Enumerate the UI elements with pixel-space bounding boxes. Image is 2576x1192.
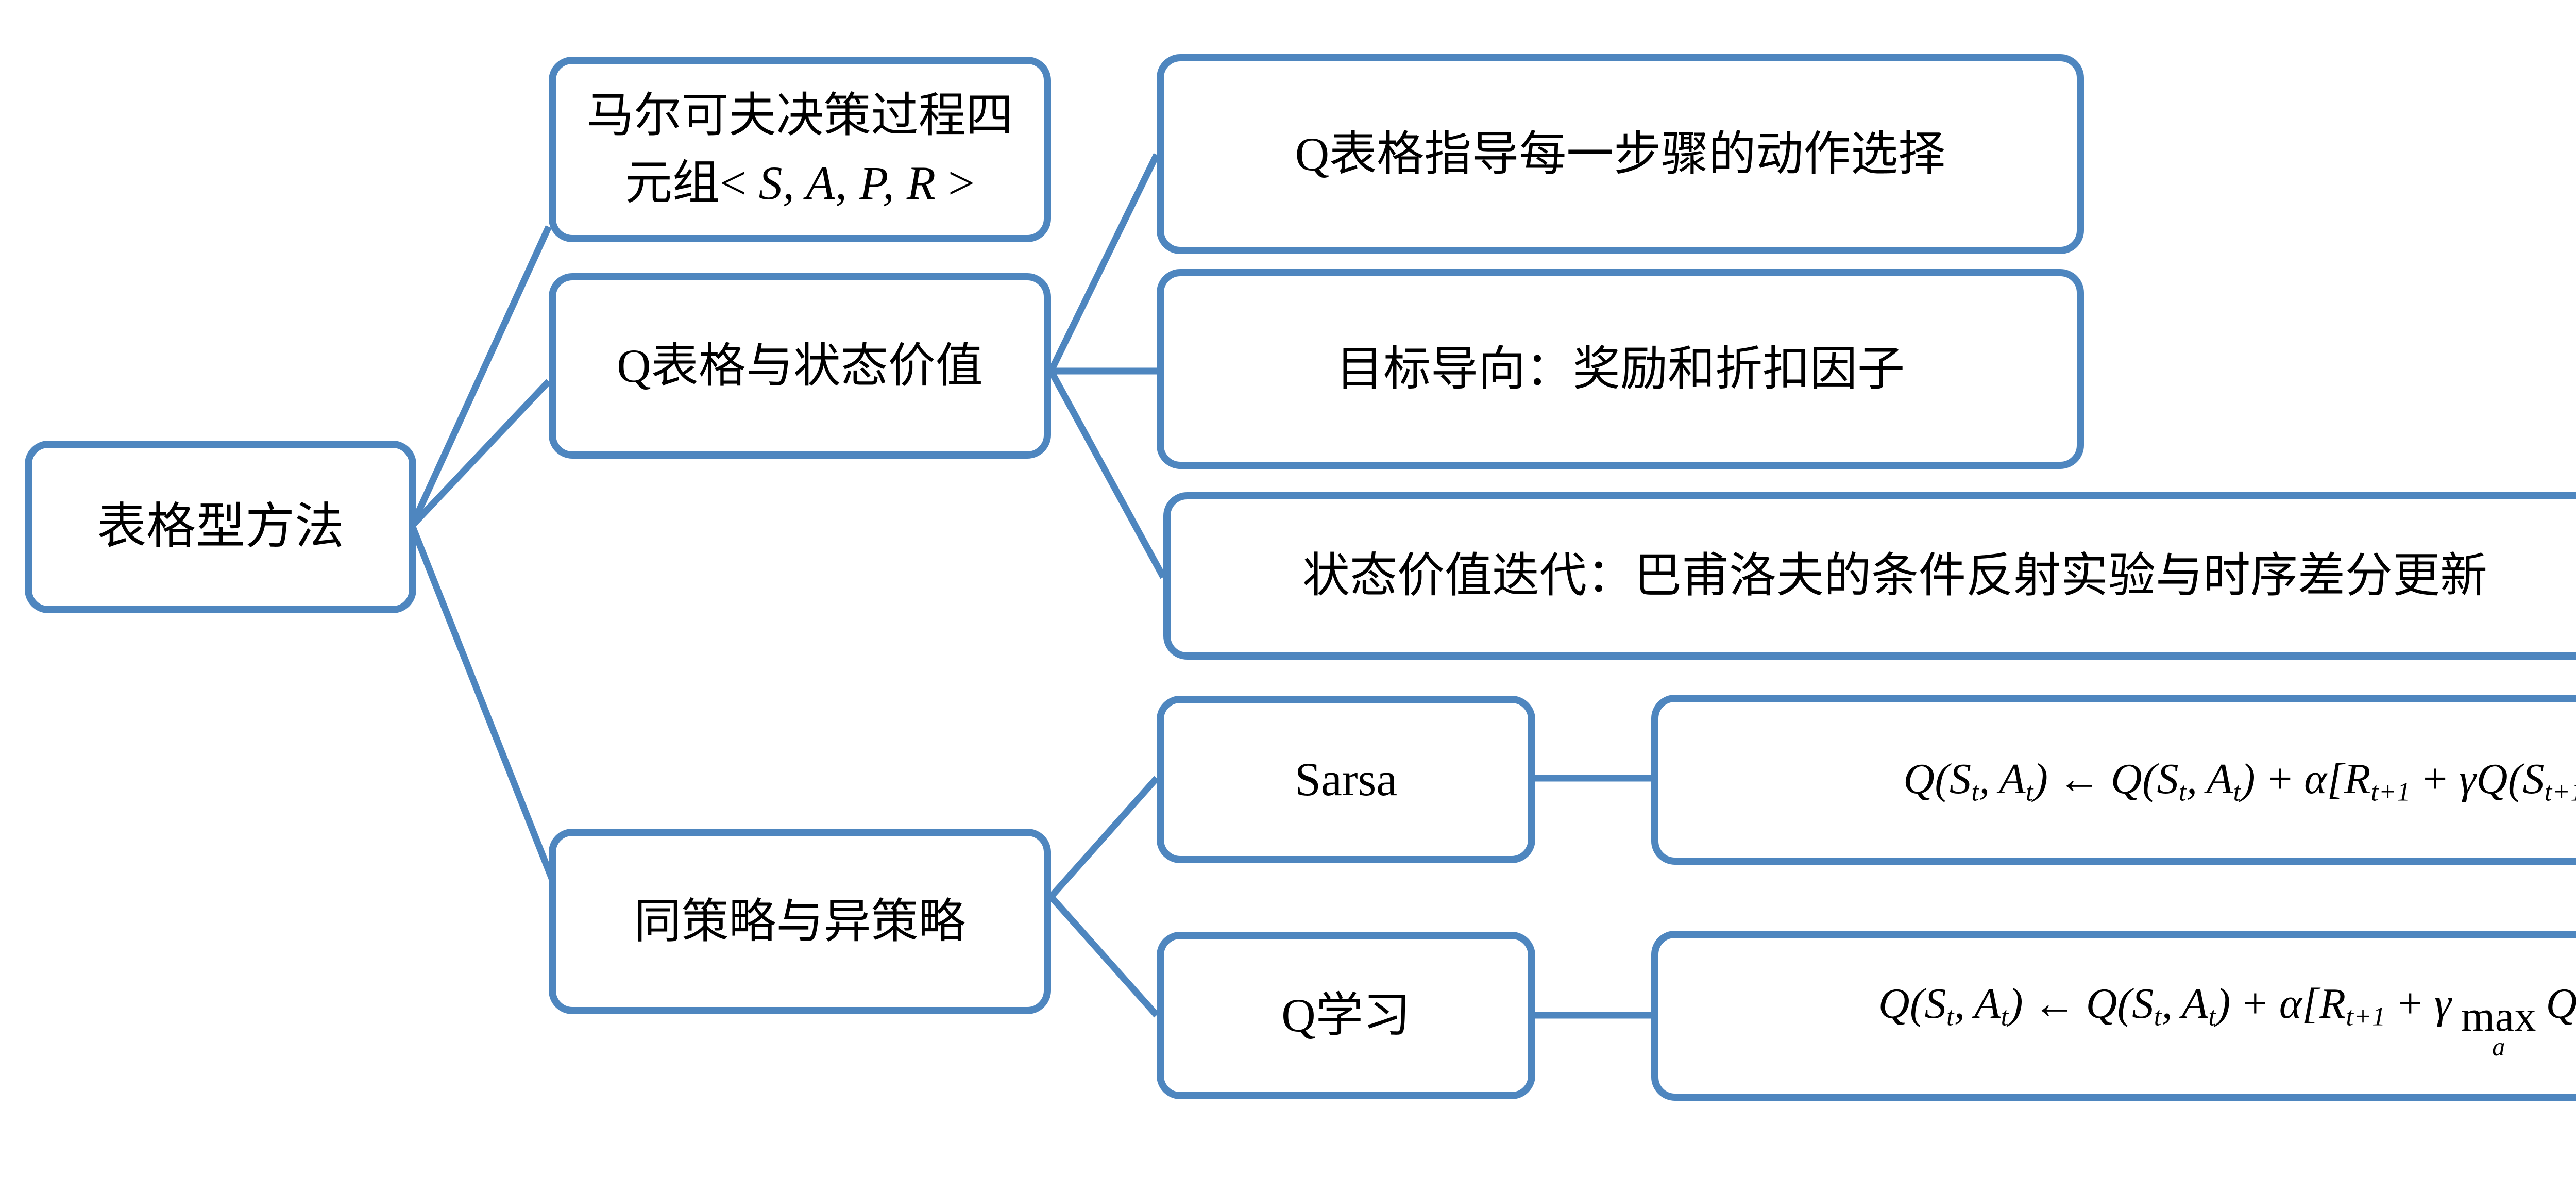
node-policy-label: 同策略与异策略 <box>634 895 966 948</box>
node-sarsa-label: Sarsa <box>1294 753 1398 806</box>
node-qtable-child-2-label: 目标导向：奖励和折扣因子 <box>1335 342 1905 395</box>
link-policy-sarsa <box>1048 776 1159 899</box>
node-qlearning-formula-text: Q(St, At)←Q(St, At)+α[Rt+1+γmaxaQ(St+1, … <box>1878 979 2576 1062</box>
node-qtable-child-2[interactable]: 目标导向：奖励和折扣因子 <box>1157 269 2084 469</box>
node-sarsa[interactable]: Sarsa <box>1157 696 1535 863</box>
node-policy[interactable]: 同策略与异策略 <box>549 829 1051 1014</box>
link-root-mdp <box>409 225 552 527</box>
node-qlearning-label: Q学习 <box>1281 989 1411 1042</box>
node-mdp-label-line1: 马尔可夫决策过程四 <box>586 89 1013 142</box>
node-qlearning[interactable]: Q学习 <box>1157 932 1535 1099</box>
node-qtable-child-1-label: Q表格指导每一步骤的动作选择 <box>1295 127 1946 180</box>
link-root-policy <box>409 524 563 898</box>
node-mdp-label-line2-prefix: 元组< <box>625 157 747 209</box>
link-policy-qlearning <box>1048 894 1159 1018</box>
node-mdp[interactable]: 马尔可夫决策过程四 元组< S, A, P, R > <box>549 57 1051 242</box>
link-qtable-c1 <box>1048 153 1160 373</box>
node-mdp-label: 马尔可夫决策过程四 元组< S, A, P, R > <box>574 82 1025 216</box>
node-qtable-label: Q表格与状态价值 <box>617 339 983 392</box>
node-root[interactable]: 表格型方法 <box>25 441 416 613</box>
link-root-qtable <box>410 379 551 528</box>
link-qtable-c3 <box>1048 369 1166 579</box>
node-mdp-label-line2-suffix: > <box>948 157 975 209</box>
node-qtable-child-3[interactable]: 状态价值迭代：巴甫洛夫的条件反射实验与时序差分更新 <box>1163 492 2576 660</box>
node-sarsa-formula[interactable]: Q(St, At)←Q(St, At)+α[Rt+1+γQ(St+1, At+1… <box>1651 695 2576 865</box>
node-root-label: 表格型方法 <box>97 499 344 555</box>
node-qtable[interactable]: Q表格与状态价值 <box>549 273 1051 459</box>
node-qtable-child-3-label: 状态价值迭代：巴甫洛夫的条件反射实验与时序差分更新 <box>1302 549 2487 602</box>
node-sarsa-formula-text: Q(St, At)←Q(St, At)+α[Rt+1+γQ(St+1, At+1… <box>1903 754 2576 807</box>
node-qtable-child-1[interactable]: Q表格指导每一步骤的动作选择 <box>1157 54 2084 254</box>
node-qlearning-formula[interactable]: Q(St, At)←Q(St, At)+α[Rt+1+γmaxaQ(St+1, … <box>1651 931 2576 1101</box>
node-mdp-label-math: S, A, P, R <box>746 157 948 209</box>
